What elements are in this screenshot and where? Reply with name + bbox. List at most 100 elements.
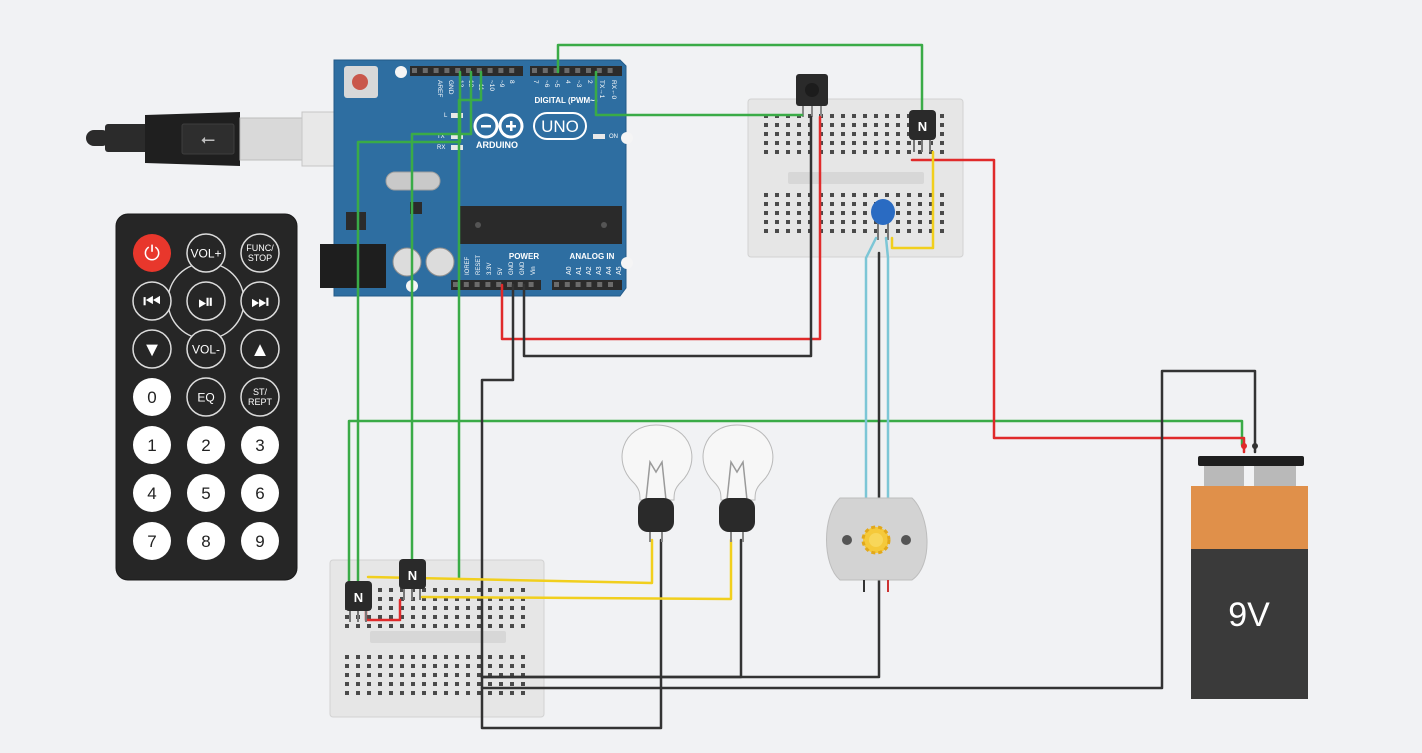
breadboard-hole[interactable]	[874, 193, 878, 197]
breadboard-hole[interactable]	[367, 691, 371, 695]
header-pin[interactable]	[608, 282, 613, 287]
breadboard-hole[interactable]	[841, 141, 845, 145]
breadboard-hole[interactable]	[455, 664, 459, 668]
remote-button-1[interactable]: 1	[133, 426, 171, 464]
breadboard-hole[interactable]	[389, 624, 393, 628]
breadboard-hole[interactable]	[422, 615, 426, 619]
breadboard-hole[interactable]	[940, 229, 944, 233]
breadboard-hole[interactable]	[896, 229, 900, 233]
breadboard-hole[interactable]	[896, 150, 900, 154]
remote-button-vol-[interactable]: VOL-	[186, 329, 226, 369]
breadboard-hole[interactable]	[764, 220, 768, 224]
breadboard-hole[interactable]	[356, 691, 360, 695]
breadboard-hole[interactable]	[444, 597, 448, 601]
ceramic-capacitor[interactable]	[871, 199, 895, 240]
breadboard-hole[interactable]	[444, 606, 448, 610]
breadboard-hole[interactable]	[521, 691, 525, 695]
breadboard-hole[interactable]	[433, 673, 437, 677]
breadboard-hole[interactable]	[455, 673, 459, 677]
header-pin[interactable]	[564, 282, 570, 287]
breadboard-hole[interactable]	[896, 141, 900, 145]
breadboard-hole[interactable]	[786, 141, 790, 145]
header-pin[interactable]	[607, 68, 613, 73]
breadboard-hole[interactable]	[488, 655, 492, 659]
breadboard-hole[interactable]	[918, 193, 922, 197]
breadboard-hole[interactable]	[455, 691, 459, 695]
breadboard-hole[interactable]	[433, 606, 437, 610]
header-pin[interactable]	[463, 282, 469, 287]
breadboard-hole[interactable]	[499, 615, 503, 619]
breadboard-hole[interactable]	[367, 624, 371, 628]
breadboard-hole[interactable]	[764, 123, 768, 127]
breadboard-hole[interactable]	[764, 132, 768, 136]
breadboard-hole[interactable]	[455, 682, 459, 686]
breadboard-hole[interactable]	[389, 597, 393, 601]
breadboard-hole[interactable]	[367, 615, 371, 619]
breadboard-hole[interactable]	[345, 664, 349, 668]
breadboard-hole[interactable]	[378, 691, 382, 695]
dc-motor[interactable]	[826, 497, 928, 592]
breadboard-hole[interactable]	[389, 588, 393, 592]
breadboard-hole[interactable]	[389, 655, 393, 659]
breadboard-hole[interactable]	[433, 588, 437, 592]
breadboard-hole[interactable]	[797, 220, 801, 224]
breadboard-hole[interactable]	[400, 673, 404, 677]
breadboard-hole[interactable]	[940, 193, 944, 197]
breadboard-hole[interactable]	[764, 202, 768, 206]
breadboard-hole[interactable]	[885, 132, 889, 136]
wire-yellow-capacitor[interactable]	[890, 150, 935, 250]
header-pin[interactable]	[575, 282, 581, 287]
header-pin[interactable]	[553, 68, 559, 73]
breadboard-hole[interactable]	[797, 211, 801, 215]
breadboard-hole[interactable]	[422, 606, 426, 610]
breadboard-hole[interactable]	[830, 141, 834, 145]
header-pin[interactable]	[455, 68, 461, 73]
breadboard-hole[interactable]	[841, 220, 845, 224]
breadboard-hole[interactable]	[499, 606, 503, 610]
breadboard-hole[interactable]	[444, 691, 448, 695]
breadboard-hole[interactable]	[444, 664, 448, 668]
remote-button-vol-[interactable]: VOL+	[186, 233, 226, 273]
breadboard-hole[interactable]	[874, 141, 878, 145]
breadboard-hole[interactable]	[433, 597, 437, 601]
breadboard-hole[interactable]	[422, 588, 426, 592]
breadboard-hole[interactable]	[345, 615, 349, 619]
breadboard-hole[interactable]	[477, 664, 481, 668]
wire-green-transistor-2[interactable]	[410, 70, 473, 567]
breadboard-hole[interactable]	[929, 202, 933, 206]
breadboard-hole[interactable]	[510, 682, 514, 686]
breadboard-hole[interactable]	[775, 202, 779, 206]
breadboard-hole[interactable]	[830, 211, 834, 215]
remote-button-7[interactable]: 7	[133, 522, 171, 560]
breadboard-hole[interactable]	[345, 673, 349, 677]
breadboard-hole[interactable]	[400, 624, 404, 628]
breadboard-hole[interactable]	[378, 682, 382, 686]
breadboard-hole[interactable]	[797, 202, 801, 206]
breadboard-hole[interactable]	[378, 664, 382, 668]
breadboard-hole[interactable]	[940, 114, 944, 118]
breadboard-hole[interactable]	[455, 606, 459, 610]
breadboard-hole[interactable]	[400, 597, 404, 601]
remote-button-3[interactable]: 3	[241, 426, 279, 464]
breadboard-hole[interactable]	[422, 682, 426, 686]
breadboard-hole[interactable]	[378, 673, 382, 677]
power-header[interactable]	[451, 280, 541, 290]
header-pin[interactable]	[509, 68, 515, 73]
header-pin[interactable]	[586, 68, 591, 73]
breadboard-hole[interactable]	[764, 229, 768, 233]
breadboard-hole[interactable]	[510, 597, 514, 601]
breadboard-hole[interactable]	[863, 229, 867, 233]
transistor-bottom-right[interactable]: N	[399, 559, 426, 600]
header-pin[interactable]	[586, 282, 592, 287]
breadboard-hole[interactable]	[775, 220, 779, 224]
header-pin[interactable]	[507, 282, 512, 287]
breadboard-hole[interactable]	[400, 664, 404, 668]
breadboard-hole[interactable]	[874, 114, 878, 118]
breadboard-hole[interactable]	[422, 624, 426, 628]
breadboard-hole[interactable]	[786, 193, 790, 197]
breadboard-hole[interactable]	[499, 691, 503, 695]
breadboard-hole[interactable]	[786, 211, 790, 215]
breadboard-hole[interactable]	[885, 114, 889, 118]
breadboard-hole[interactable]	[841, 202, 845, 206]
breadboard-hole[interactable]	[433, 615, 437, 619]
